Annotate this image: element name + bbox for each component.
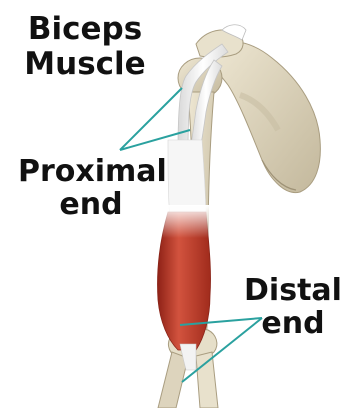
distal-label-line-1: Distal [238, 274, 348, 307]
diagram-title: Biceps Muscle [10, 12, 160, 81]
scapula-bone [205, 41, 320, 192]
title-line-1: Biceps [10, 12, 160, 47]
distal-end-label: Distal end [238, 274, 348, 340]
proximal-end-label: Proximal end [18, 155, 164, 221]
distal-label-line-2: end [238, 307, 348, 340]
proximal-label-line-1: Proximal [18, 155, 164, 188]
forearm-bone-radius [196, 352, 218, 408]
proximal-label-line-2: end [18, 188, 164, 221]
title-line-2: Muscle [10, 47, 160, 82]
